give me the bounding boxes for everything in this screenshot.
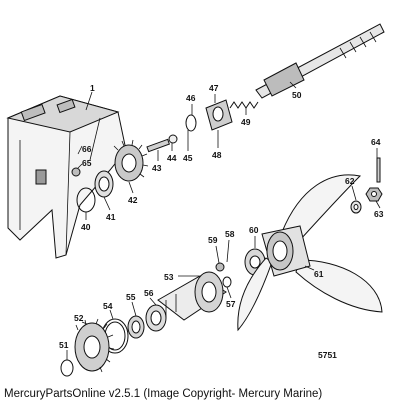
callout-60: 59 (208, 235, 218, 245)
prop-nut (365, 187, 383, 202)
callout-54: 53 (164, 272, 174, 282)
callout-57: 56 (144, 288, 154, 298)
callout-65: 64 (371, 137, 381, 147)
callout-59: 58 (225, 229, 235, 239)
callout-42: 41 (106, 212, 116, 222)
shift-spring (229, 101, 259, 109)
callout-46: 45 (183, 153, 193, 163)
pin (146, 134, 178, 153)
leader-lines (66, 81, 381, 360)
callout-55: 54 (103, 301, 113, 311)
pinion-gear (205, 99, 233, 131)
needle-bearing (145, 304, 167, 332)
drive-shaft (255, 23, 385, 99)
bearing-carrier (157, 271, 227, 321)
callout-49: 48 (212, 150, 222, 160)
gear-housing (6, 95, 127, 259)
callout-67: 66 (82, 144, 92, 154)
callout-52: 51 (59, 340, 69, 350)
callout-labels: 1 40 41 42 43 44 45 46 47 48 49 50 51 52… (59, 83, 384, 360)
callout-45: 44 (167, 153, 177, 163)
prop-washer (350, 200, 362, 214)
stud (215, 262, 225, 272)
retaining-ring (185, 114, 197, 132)
seal (127, 315, 145, 339)
callout-66: 65 (82, 158, 92, 168)
thrust-washer (60, 359, 74, 377)
callout-64: 63 (374, 209, 384, 219)
callout-41: 40 (81, 222, 91, 232)
callout-58: 57 (226, 299, 236, 309)
callout-61: 60 (249, 225, 259, 235)
propeller (237, 174, 383, 332)
reverse-gear (74, 318, 115, 373)
figure-number: 5751 (318, 350, 337, 360)
copyright-caption: MercuryPartsOnline v2.5.1 (Image Copyrig… (4, 388, 323, 400)
tapered-bearing (94, 170, 114, 198)
callout-51: 50 (292, 90, 302, 100)
callout-53: 52 (74, 313, 84, 323)
callout-50: 49 (241, 117, 251, 127)
screw (71, 167, 81, 177)
callout-1: 1 (90, 83, 95, 93)
forward-gear (113, 139, 149, 182)
callout-62: 61 (314, 269, 324, 279)
callout-56: 55 (126, 292, 136, 302)
callout-48: 47 (209, 83, 219, 93)
callout-63: 62 (345, 176, 355, 186)
cotter-pin (376, 157, 381, 183)
carrier-o-ring (222, 276, 232, 288)
callout-43: 42 (128, 195, 138, 205)
callout-47: 46 (186, 93, 196, 103)
callout-44: 43 (152, 163, 162, 173)
